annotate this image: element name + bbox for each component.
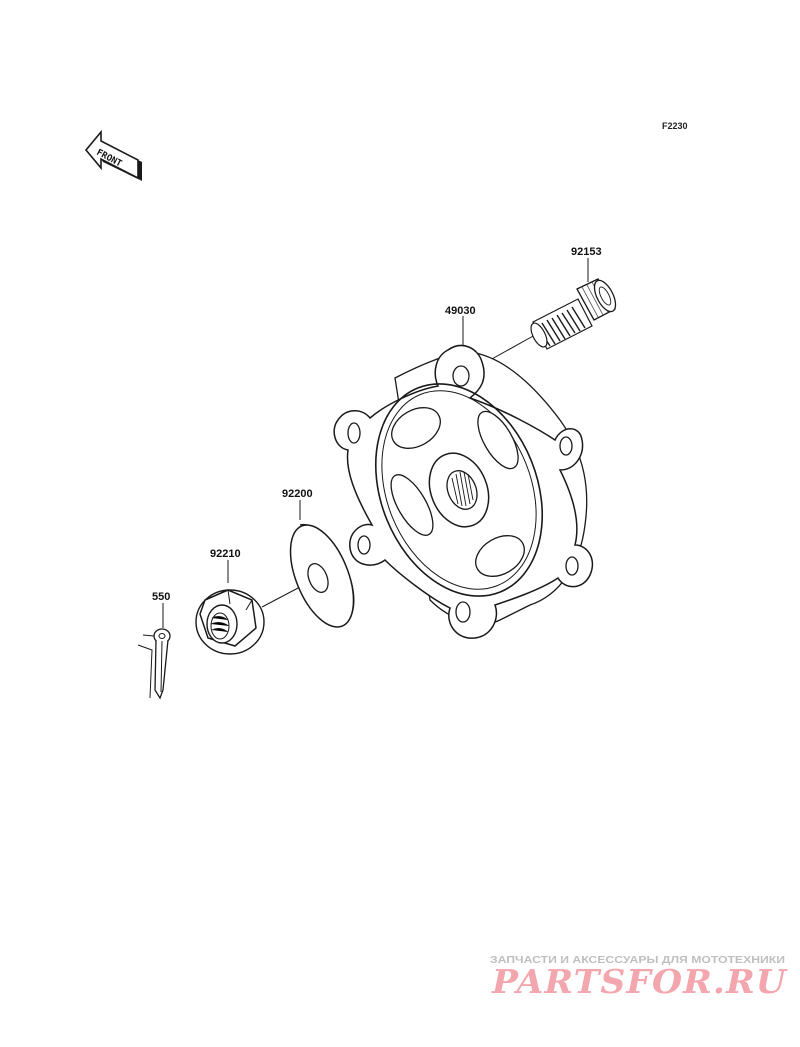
watermark: ЗАПЧАСТИ И АКСЕССУАРЫ ДЛЯ МОТОТЕХНИКИ PA… [490,954,788,1001]
part-label-49030: 49030 [445,305,476,317]
part-label-550: 550 [152,591,170,603]
washer-part [289,524,355,628]
front-arrow-icon: FRONT [84,129,142,181]
cotter-pin-part [137,628,171,700]
part-label-92153: 92153 [571,246,602,258]
watermark-logo: PARTSFOR.RU [491,962,788,1001]
sprocket-hub-part [333,344,594,639]
part-label-92200: 92200 [282,488,313,500]
figure-code: F2230 [662,121,688,131]
watermark-tagline: ЗАПЧАСТИ И АКСЕССУАРЫ ДЛЯ МОТОТЕХНИКИ [490,954,785,966]
part-label-92210: 92210 [210,548,241,560]
wheel-stud-part [530,278,617,350]
flange-nut-part [195,589,265,655]
